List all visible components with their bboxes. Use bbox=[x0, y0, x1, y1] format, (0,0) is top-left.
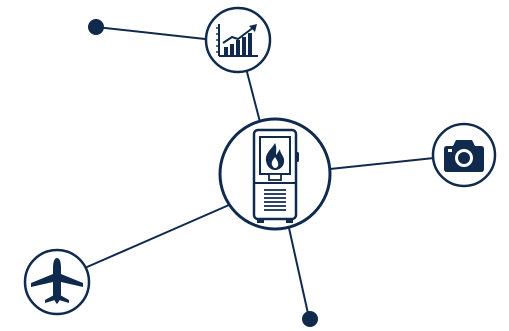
endpoint-dot-bottom bbox=[302, 311, 318, 327]
connector-center-to-camera bbox=[329, 157, 435, 170]
furnace-flame-icon bbox=[252, 128, 299, 223]
connector-lines bbox=[86, 26, 435, 319]
connector-center-to-bottom-dot bbox=[288, 227, 310, 319]
airplane-node bbox=[23, 248, 91, 316]
chart-node bbox=[204, 6, 272, 74]
camera-icon bbox=[444, 140, 484, 172]
connector-chart-to-center bbox=[246, 71, 261, 123]
endpoint-dot-top-left bbox=[88, 19, 104, 35]
connector-dot-to-chart bbox=[95, 26, 206, 40]
center-node bbox=[218, 117, 332, 231]
connector-center-to-airplane bbox=[86, 204, 230, 268]
camera-node bbox=[431, 122, 497, 188]
airplane-icon bbox=[31, 258, 83, 304]
growth-chart-icon bbox=[216, 24, 258, 57]
